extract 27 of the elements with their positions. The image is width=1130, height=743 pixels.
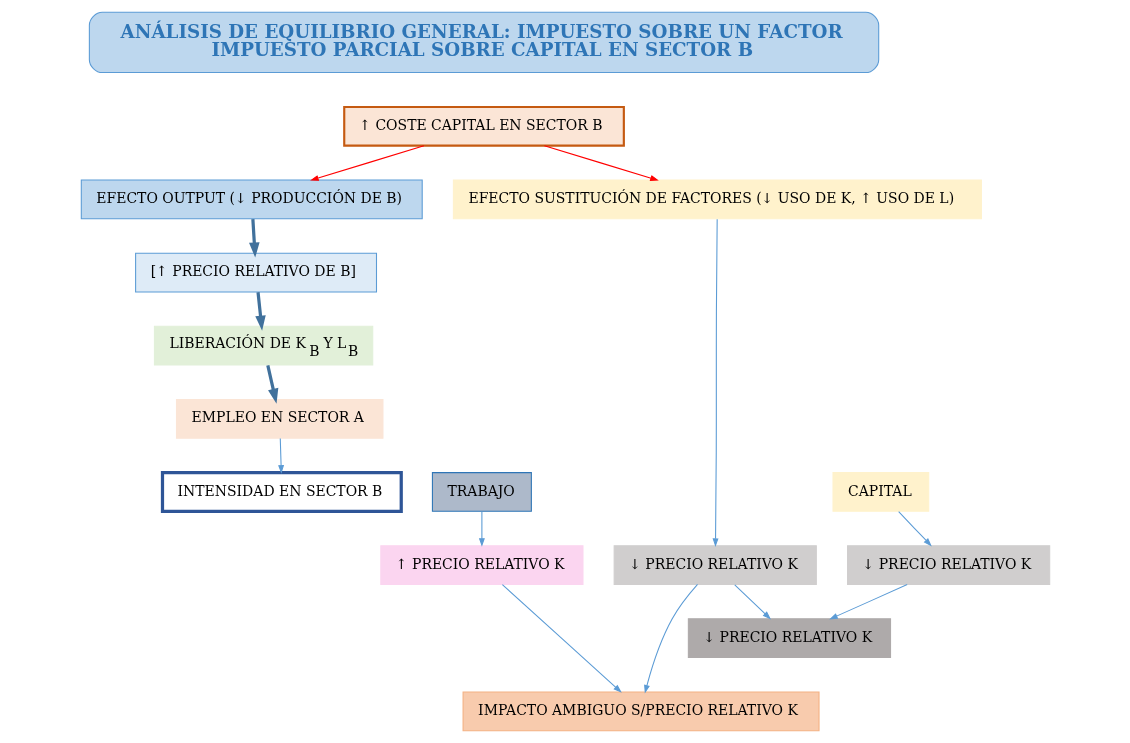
arrow [478, 511, 485, 547]
arrow [265, 365, 278, 404]
node-box: TRABAJO [431, 472, 532, 512]
arrow [277, 438, 284, 474]
node-box: ↓ PRECIO RELATIVO K [613, 545, 817, 585]
node-box: ANÁLISIS DE EQUILIBRIO GENERAL: IMPUESTO SOBRE UN FACTOR IMPUESTO PARCIAL SOBRE CAPITAL EN SECTOR B [88, 11, 879, 74]
node-box: EMPLEO EN SECTOR A [175, 398, 383, 439]
arrow [733, 584, 771, 620]
arrow [254, 292, 266, 331]
node-box: INTENSIDAD EN SECTOR B [160, 470, 403, 513]
node-box: ↓ PRECIO RELATIVO K [846, 545, 1050, 585]
node-box: IMPACTO AMBIGUO S/PRECIO RELATIVO K [462, 691, 820, 732]
arrow [309, 145, 424, 181]
arrow [643, 583, 698, 694]
arrow [501, 584, 622, 693]
arrow [828, 584, 908, 620]
arrow [248, 219, 260, 258]
node-box: [↑ PRECIO RELATIVO DE B] [134, 252, 377, 293]
node-box: EFECTO SUSTITUCIÓN DE FACTORES (↓ USO DE K, ↑ USO DE L) [452, 179, 982, 220]
node-box: ↑ COSTE CAPITAL EN SECTOR B [342, 105, 625, 147]
arrow [712, 218, 719, 547]
node-box: ↓ PRECIO RELATIVO K [687, 618, 891, 659]
arrow [897, 511, 932, 547]
node-box: CAPITAL [831, 472, 929, 512]
arrow [543, 145, 659, 181]
node-box: EFECTO OUTPUT (↓ PRODUCCIÓN DE B) [80, 179, 423, 220]
node-box: ↑ PRECIO RELATIVO K [379, 545, 583, 585]
